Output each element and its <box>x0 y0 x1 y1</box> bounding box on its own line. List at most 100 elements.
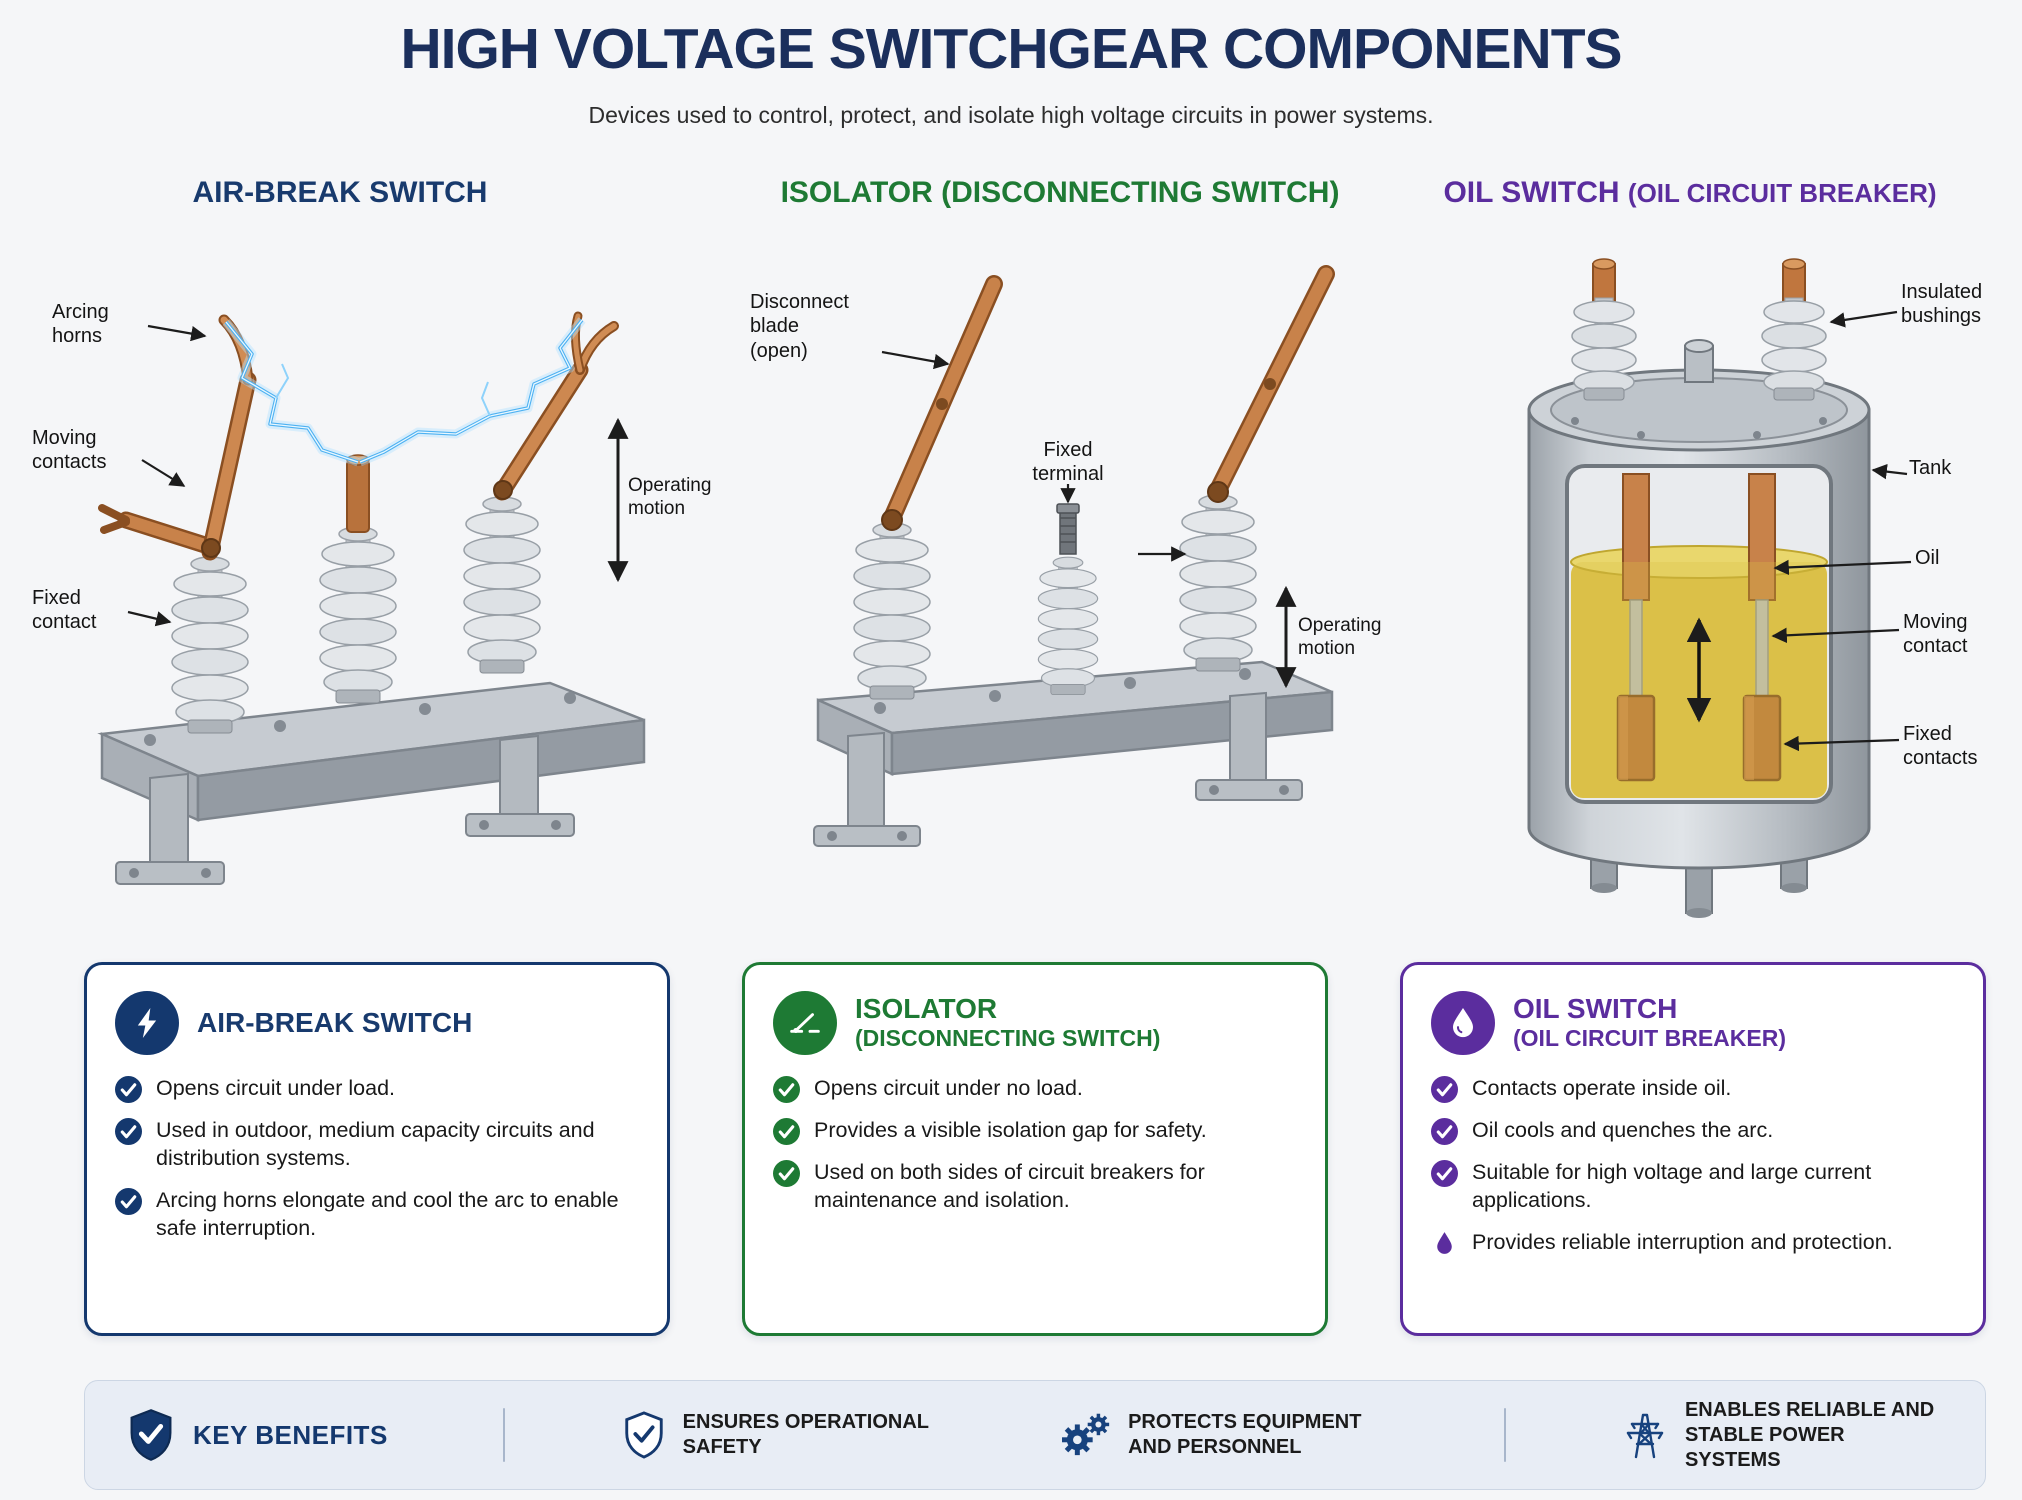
label-disconnect-blade: Disconnect blade (open) <box>750 291 849 362</box>
label-arcing-horns: Arcing horns <box>52 301 109 348</box>
bullet-item: Opens circuit under no load. <box>773 1075 1297 1103</box>
label-arrows <box>127 324 629 627</box>
label-oil: Oil <box>1915 547 1940 569</box>
card-air-break-switch: AIR-BREAK SWITCH Opens circuit under loa… <box>84 962 670 1336</box>
check-icon <box>1431 1160 1458 1187</box>
fixed-contact-stud <box>346 454 370 533</box>
electric-arc <box>222 317 586 467</box>
heading-text: ISOLATOR (DISCONNECTING SWITCH) <box>780 176 1340 209</box>
isolator-base <box>813 660 1334 847</box>
bullet-text: Oil cools and quenches the arc. <box>1472 1118 1774 1142</box>
label-tank: Tank <box>1909 457 1952 479</box>
check-icon <box>1431 1118 1458 1145</box>
card-header: AIR-BREAK SWITCH <box>115 991 639 1055</box>
check-icon <box>1431 1076 1458 1103</box>
card-header: OIL SWITCH (OIL CIRCUIT BREAKER) <box>1431 991 1955 1055</box>
benefit-text: PROTECTS EQUIPMENT AND PERSONNEL <box>1128 1411 1362 1458</box>
bullet-item: Provides reliable interruption and prote… <box>1431 1229 1955 1257</box>
bullet-item: Used on both sides of circuit breakers f… <box>773 1159 1297 1215</box>
benefit-protects-equipment: PROTECTS EQUIPMENT AND PERSONNEL <box>1058 1410 1388 1460</box>
card-title: OIL SWITCH <box>1513 993 1678 1025</box>
air-break-switch-diagram: Arcing horns Moving contacts Fixed conta… <box>30 228 712 963</box>
heading-isolator: ISOLATOR (DISCONNECTING SWITCH) <box>730 176 1390 210</box>
insulated-bushing-right <box>1761 258 1827 401</box>
bullet-list: Contacts operate inside oil. Oil cools a… <box>1431 1075 1955 1257</box>
key-benefits-label: KEY BENEFITS <box>193 1419 388 1450</box>
check-icon <box>773 1160 800 1187</box>
insulated-bushing-left <box>1571 258 1637 401</box>
key-benefits: KEY BENEFITS <box>125 1407 388 1463</box>
bullet-item: Arcing horns elongate and cool the arc t… <box>115 1187 639 1243</box>
benefit-text: ENSURES OPERATIONAL SAFETY <box>682 1411 929 1458</box>
shield-check-icon <box>125 1407 177 1463</box>
card-oil-switch: OIL SWITCH (OIL CIRCUIT BREAKER) Contact… <box>1400 962 1986 1336</box>
label-fixed-contacts: Fixed contacts <box>1903 723 1978 770</box>
heading-text: AIR-BREAK SWITCH <box>192 176 488 209</box>
label-operating-motion: Operating motion <box>1298 615 1382 660</box>
arcing-horn-assembly <box>493 311 619 501</box>
check-icon <box>115 1118 142 1145</box>
bullet-item: Suitable for high voltage and large curr… <box>1431 1159 1955 1215</box>
card-titles: OIL SWITCH (OIL CIRCUIT BREAKER) <box>1513 993 1787 1052</box>
heading-air-break-switch: AIR-BREAK SWITCH <box>30 176 650 210</box>
card-titles: ISOLATOR (DISCONNECTING SWITCH) <box>855 993 1161 1052</box>
bullet-text: Provides reliable interruption and prote… <box>1472 1229 1893 1254</box>
label-moving-contacts: Moving contacts <box>32 427 107 474</box>
card-isolator: ISOLATOR (DISCONNECTING SWITCH) Opens ci… <box>742 962 1328 1336</box>
bullet-text: Suitable for high voltage and large curr… <box>1472 1160 1872 1212</box>
bullet-item: Opens circuit under load. <box>115 1075 639 1103</box>
bullet-text: Arcing horns elongate and cool the arc t… <box>156 1187 619 1240</box>
bullet-list: Opens circuit under load. Used in outdoo… <box>115 1075 639 1243</box>
bullet-text: Used in outdoor, medium capacity circuit… <box>156 1118 595 1170</box>
gears-icon <box>1058 1412 1112 1458</box>
drop-icon <box>1431 1230 1458 1257</box>
card-titles: AIR-BREAK SWITCH <box>197 1006 473 1039</box>
benefit-text: ENABLES RELIABLE AND STABLE POWER SYSTEM… <box>1684 1398 1935 1471</box>
heading-suffix: (OIL CIRCUIT BREAKER) <box>1627 178 1937 208</box>
divider <box>503 1408 506 1462</box>
bullet-item: Oil cools and quenches the arc. <box>1431 1117 1955 1145</box>
isolator-illustration <box>813 265 1335 847</box>
shield-outline-icon <box>621 1410 667 1460</box>
benefit-operational-safety: ENSURES OPERATIONAL SAFETY <box>621 1410 943 1460</box>
card-subtitle: (OIL CIRCUIT BREAKER) <box>1513 1025 1787 1052</box>
check-icon <box>115 1076 142 1103</box>
page-title: HIGH VOLTAGE SWITCHGEAR COMPONENTS <box>400 17 1622 81</box>
fixed-terminal-stud <box>1056 503 1080 555</box>
page-subtitle: Devices used to control, protect, and is… <box>588 102 1434 128</box>
moving-contact-assembly <box>98 314 257 561</box>
heading-text: OIL SWITCH <box>1443 176 1620 209</box>
benefit-reliable-power: ENABLES RELIABLE AND STABLE POWER SYSTEM… <box>1621 1398 1945 1473</box>
bullet-item: Provides a visible isolation gap for saf… <box>773 1117 1297 1145</box>
bullet-text: Contacts operate inside oil. <box>1472 1076 1732 1100</box>
label-fixed-contact: Fixed contact <box>32 587 97 634</box>
label-insulated-bushings: Insulated bushings <box>1901 281 1983 328</box>
heading-oil-switch: OIL SWITCH (OIL CIRCUIT BREAKER) <box>1360 176 2020 210</box>
card-title: ISOLATOR <box>855 993 998 1025</box>
label-arrows <box>881 350 1297 689</box>
isolator-switch-icon <box>773 991 837 1055</box>
check-icon <box>773 1118 800 1145</box>
oil-drop-icon <box>1431 991 1495 1055</box>
tank-cutaway <box>1565 464 1833 804</box>
insulators <box>853 494 1257 700</box>
bullet-list: Opens circuit under no load. Provides a … <box>773 1075 1297 1215</box>
label-fixed-terminal: Fixed terminal <box>1032 439 1104 486</box>
key-benefits-bar: KEY BENEFITS ENSURES OPERATIONAL SAFETY <box>84 1380 1986 1490</box>
card-header: ISOLATOR (DISCONNECTING SWITCH) <box>773 991 1297 1055</box>
bullet-text: Provides a visible isolation gap for saf… <box>814 1118 1207 1142</box>
card-title: AIR-BREAK SWITCH <box>197 1006 473 1038</box>
check-icon <box>773 1076 800 1103</box>
label-arrows <box>1771 310 1912 752</box>
check-icon <box>115 1187 142 1215</box>
lightning-icon <box>115 991 179 1055</box>
info-cards: AIR-BREAK SWITCH Opens circuit under loa… <box>84 962 1986 1336</box>
divider <box>1503 1408 1506 1462</box>
bullet-text: Opens circuit under no load. <box>814 1076 1083 1100</box>
label-moving-contact: Moving contact <box>1903 611 1968 658</box>
transmission-tower-icon <box>1621 1409 1669 1461</box>
disconnect-blade-right <box>1207 265 1335 503</box>
label-operating-motion: Operating motion <box>628 475 712 520</box>
bullet-item: Contacts operate inside oil. <box>1431 1075 1955 1103</box>
card-subtitle: (DISCONNECTING SWITCH) <box>855 1025 1161 1052</box>
